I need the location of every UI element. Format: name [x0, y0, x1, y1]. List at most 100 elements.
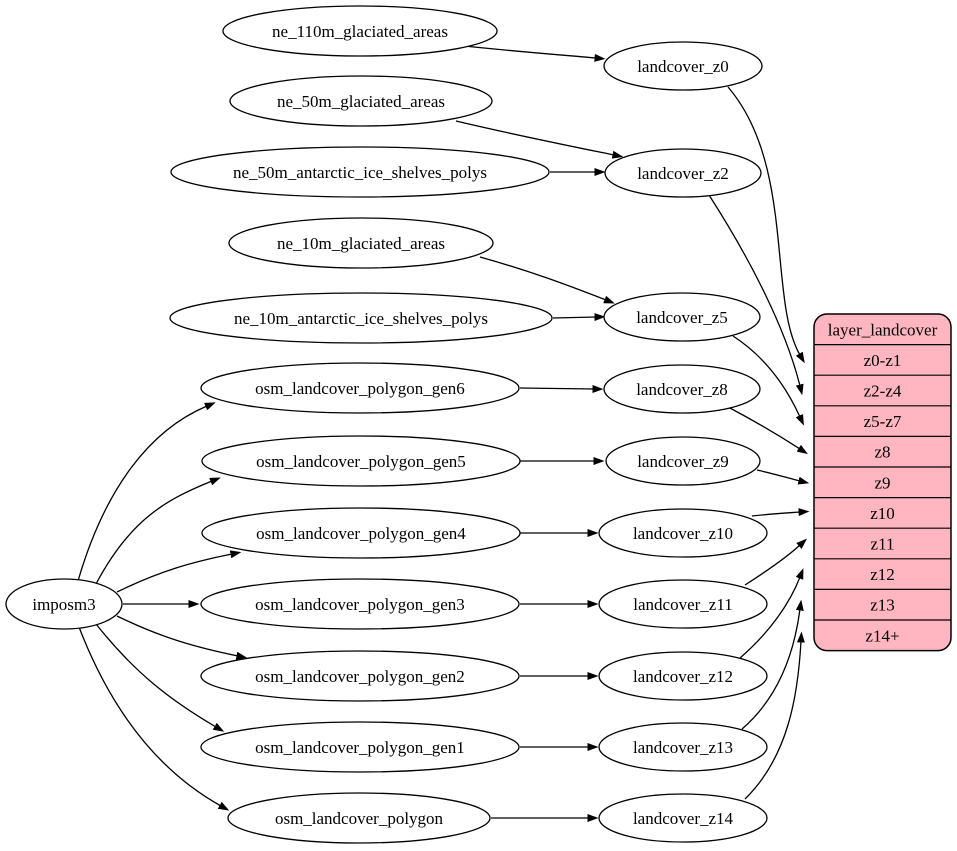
node-ne_110m_glaciated_areas: ne_110m_glaciated_areas	[222, 5, 498, 57]
node-ellipse-osm_landcover_polygon_gen6	[200, 362, 520, 414]
node-osm_landcover_polygon_gen6: osm_landcover_polygon_gen6	[200, 362, 520, 414]
node-landcover_z14: landcover_z14	[598, 793, 768, 843]
node-ellipse-ne_50m_antarctic_ice_shelves_polys	[170, 146, 550, 198]
table-row-label-z10: z10	[870, 504, 895, 523]
node-osm_landcover_polygon_gen5: osm_landcover_polygon_gen5	[201, 435, 521, 487]
node-label-osm_landcover_polygon_gen6: osm_landcover_polygon_gen6	[255, 379, 465, 398]
edge-landcover_z9-to-layer_landcover:z9	[756, 469, 810, 485]
node-landcover_z13: landcover_z13	[598, 722, 768, 772]
node-landcover_z5: landcover_z5	[603, 292, 761, 342]
node-ellipse-landcover_z2	[604, 148, 762, 198]
node-ellipse-ne_110m_glaciated_areas	[222, 5, 498, 57]
node-ellipse-landcover_z9	[605, 436, 761, 486]
node-landcover_z10: landcover_z10	[598, 508, 768, 558]
node-landcover_z0: landcover_z0	[603, 41, 763, 91]
nodes-layer: imposm3 ne_110m_glaciated_areas ne_50m_gla…	[5, 5, 768, 844]
node-landcover_z8: landcover_z8	[603, 364, 761, 414]
table-row-label-z13: z13	[870, 596, 895, 615]
node-label-osm_landcover_polygon: osm_landcover_polygon	[275, 809, 444, 828]
node-ellipse-landcover_z12	[598, 651, 768, 701]
node-landcover_z9: landcover_z9	[605, 436, 761, 486]
node-ne_10m_glaciated_areas: ne_10m_glaciated_areas	[228, 217, 494, 269]
node-label-landcover_z5: landcover_z5	[636, 308, 728, 327]
node-label-landcover_z14: landcover_z14	[633, 809, 734, 828]
node-label-landcover_z8: landcover_z8	[636, 380, 728, 399]
edge-landcover_z12-to-layer_landcover:z12	[739, 568, 804, 659]
node-ellipse-landcover_z14	[598, 793, 768, 843]
table-row-label-z9: z9	[874, 473, 890, 492]
node-ellipse-landcover_z10	[598, 508, 768, 558]
node-label-landcover_z13: landcover_z13	[633, 738, 733, 757]
node-label-imposm3: imposm3	[32, 595, 95, 614]
node-label-ne_10m_glaciated_areas: ne_10m_glaciated_areas	[277, 234, 445, 253]
node-ellipse-osm_landcover_polygon_gen5	[201, 435, 521, 487]
node-ne_50m_antarctic_ice_shelves_polys: ne_50m_antarctic_ice_shelves_polys	[170, 146, 550, 198]
table-row-label-z5-z7: z5-z7	[864, 412, 902, 431]
table-row-label-z2-z4: z2-z4	[864, 382, 902, 401]
node-ellipse-osm_landcover_polygon_gen4	[201, 507, 521, 559]
node-ellipse-ne_10m_antarctic_ice_shelves_polys	[169, 292, 553, 344]
node-osm_landcover_polygon_gen2: osm_landcover_polygon_gen2	[200, 650, 520, 702]
node-ellipse-landcover_z8	[603, 364, 761, 414]
edge-landcover_z10-to-layer_landcover:z10	[751, 508, 810, 517]
node-label-landcover_z2: landcover_z2	[637, 164, 729, 183]
node-landcover_z11: landcover_z11	[598, 579, 768, 629]
edge-ne_50m_glaciated_areas-to-landcover_z2	[455, 120, 624, 159]
edges-layer	[77, 44, 810, 822]
edge-landcover_z13-to-layer_landcover:z13	[741, 599, 804, 730]
edge-imposm3-to-osm_landcover_polygon_gen2	[116, 615, 248, 660]
node-label-ne_10m_antarctic_ice_shelves_polys: ne_10m_antarctic_ice_shelves_polys	[234, 309, 488, 328]
node-osm_landcover_polygon_gen1: osm_landcover_polygon_gen1	[200, 721, 520, 773]
edge-ne_110m_glaciated_areas-to-landcover_z0	[454, 44, 606, 62]
node-ellipse-landcover_z13	[598, 722, 768, 772]
node-label-landcover_z0: landcover_z0	[637, 57, 729, 76]
table-row-label-z8: z8	[874, 443, 890, 462]
node-label-osm_landcover_polygon_gen3: osm_landcover_polygon_gen3	[255, 595, 465, 614]
layer-landcover-table: layer_landcoverz0-z1z2-z4z5-z7z8z9z10z11…	[813, 313, 952, 652]
node-imposm3: imposm3	[5, 578, 123, 630]
node-ne_10m_antarctic_ice_shelves_polys: ne_10m_antarctic_ice_shelves_polys	[169, 292, 553, 344]
edge-landcover_z14-to-layer_landcover:z14+	[744, 631, 805, 800]
table-row-label-z14+: z14+	[865, 626, 899, 645]
node-label-ne_50m_antarctic_ice_shelves_polys: ne_50m_antarctic_ice_shelves_polys	[233, 163, 487, 182]
edge-landcover_z2-to-layer_landcover:z2-z4	[708, 194, 804, 396]
node-landcover_z2: landcover_z2	[604, 148, 762, 198]
node-ellipse-osm_landcover_polygon_gen3	[200, 578, 520, 630]
table-layer: layer_landcoverz0-z1z2-z4z5-z7z8z9z10z11…	[813, 313, 952, 652]
edge-osm_landcover_polygon_gen6-to-landcover_z8	[519, 384, 604, 393]
node-ellipse-ne_50m_glaciated_areas	[229, 75, 493, 127]
node-osm_landcover_polygon_gen3: osm_landcover_polygon_gen3	[200, 578, 520, 630]
node-label-landcover_z11: landcover_z11	[633, 595, 732, 614]
edge-imposm3-to-osm_landcover_polygon_gen1	[95, 623, 225, 732]
node-label-landcover_z12: landcover_z12	[633, 667, 733, 686]
edge-imposm3-to-osm_landcover_polygon_gen6	[77, 402, 216, 582]
node-label-ne_110m_glaciated_areas: ne_110m_glaciated_areas	[272, 22, 448, 41]
node-osm_landcover_polygon_gen4: osm_landcover_polygon_gen4	[201, 507, 521, 559]
table-row-label-z0-z1: z0-z1	[864, 351, 902, 370]
edge-landcover_z0-to-layer_landcover:z0-z1	[727, 86, 805, 364]
node-label-ne_50m_glaciated_areas: ne_50m_glaciated_areas	[277, 92, 445, 111]
node-label-landcover_z10: landcover_z10	[633, 524, 733, 543]
node-label-osm_landcover_polygon_gen4: osm_landcover_polygon_gen4	[256, 524, 466, 543]
node-ellipse-landcover_z5	[603, 292, 761, 342]
table-title: layer_landcover	[828, 320, 938, 339]
node-landcover_z12: landcover_z12	[598, 651, 768, 701]
node-label-osm_landcover_polygon_gen2: osm_landcover_polygon_gen2	[255, 667, 465, 686]
table-outline	[813, 313, 952, 652]
node-ellipse-imposm3	[5, 578, 123, 630]
node-ne_50m_glaciated_areas: ne_50m_glaciated_areas	[229, 75, 493, 127]
edge-landcover_z5-to-layer_landcover:z5-z7	[732, 335, 804, 426]
node-ellipse-ne_10m_glaciated_areas	[228, 217, 494, 269]
node-ellipse-osm_landcover_polygon_gen1	[200, 721, 520, 773]
table-row-label-z12: z12	[870, 565, 895, 584]
node-ellipse-osm_landcover_polygon_gen2	[200, 650, 520, 702]
node-ellipse-landcover_z0	[603, 41, 763, 91]
node-ellipse-osm_landcover_polygon	[227, 792, 491, 844]
node-osm_landcover_polygon: osm_landcover_polygon	[227, 792, 491, 844]
edge-imposm3-to-osm_landcover_polygon_gen4	[116, 550, 242, 593]
edge-ne_10m_glaciated_areas-to-landcover_z5	[479, 256, 615, 304]
edge-landcover_z11-to-layer_landcover:z11	[744, 538, 808, 586]
edge-landcover_z8-to-layer_landcover:z8	[727, 406, 808, 455]
